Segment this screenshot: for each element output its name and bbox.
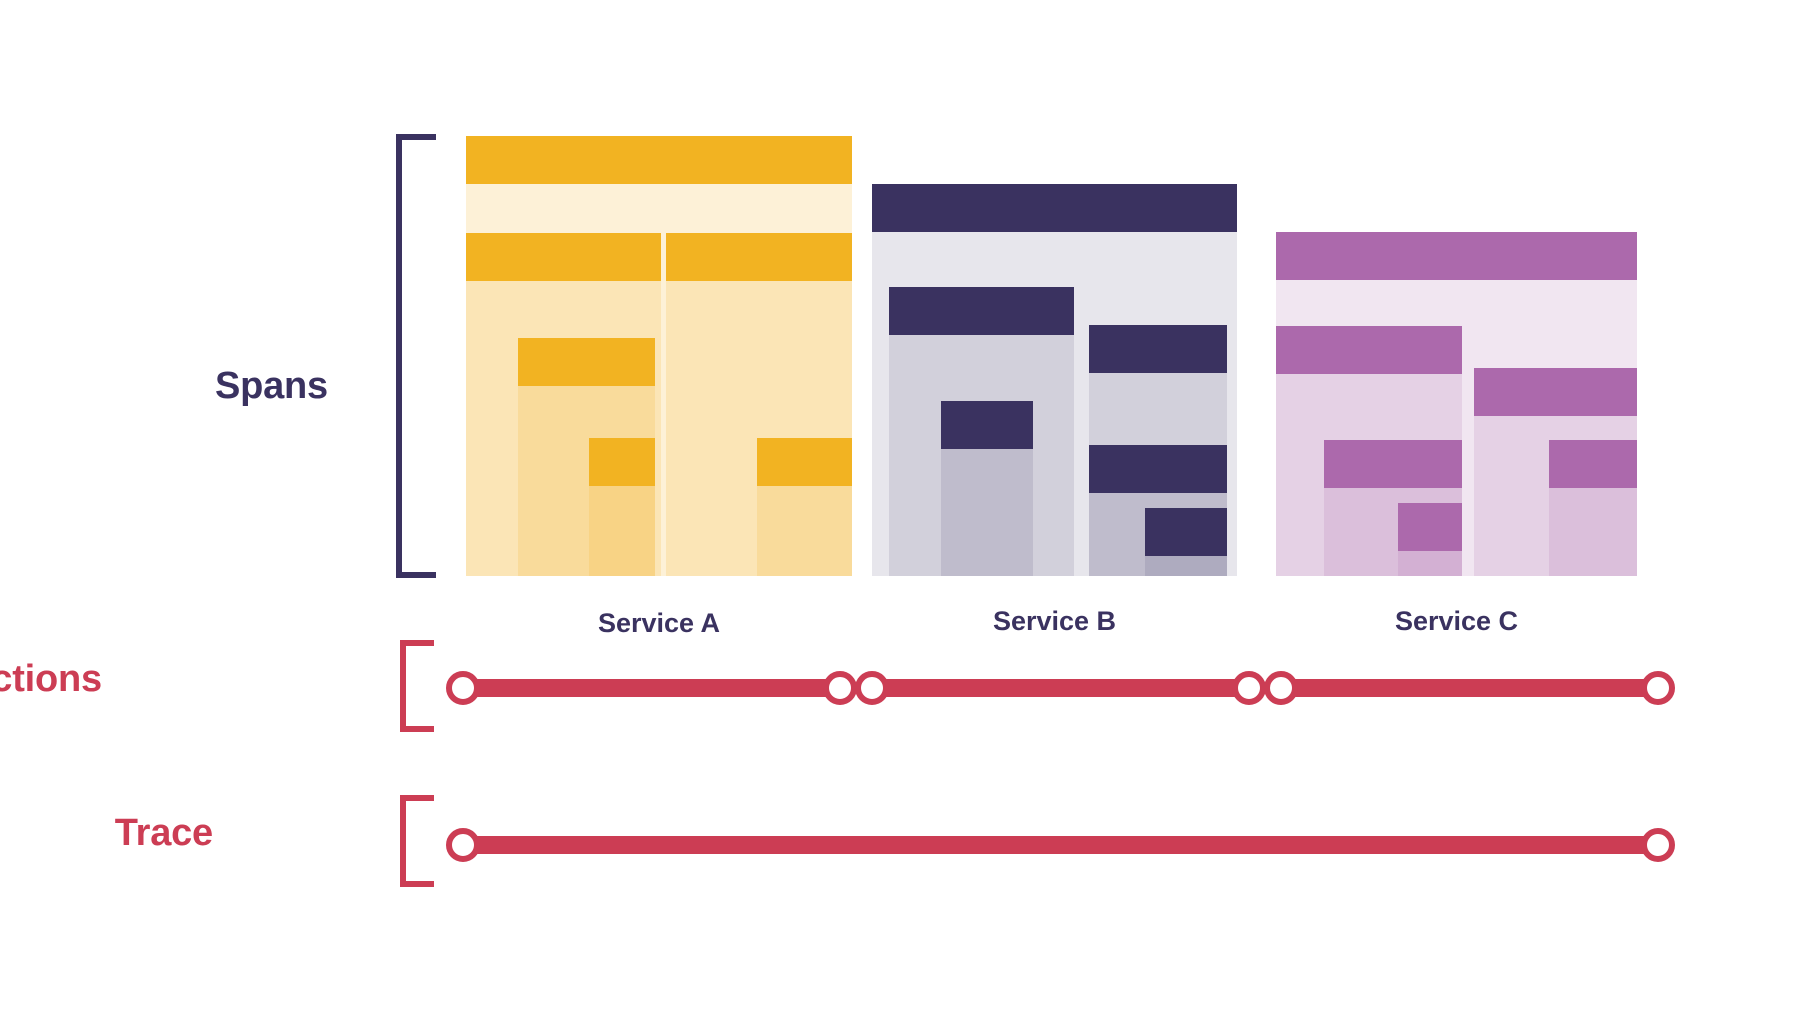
span-a-grandchild-2[interactable] (757, 438, 852, 576)
transaction-node-b-end[interactable] (1232, 671, 1266, 705)
span-c-greatgrandchild-1-header (1398, 503, 1462, 551)
span-a-grandchild-2-header (757, 438, 852, 486)
span-b-grandchild-2-header (1089, 445, 1227, 493)
trace-bracket (400, 795, 434, 887)
span-b-greatgrandchild-1-header (1145, 508, 1227, 556)
span-b-child-1-header (889, 287, 1074, 335)
span-c-grandchild-2[interactable] (1549, 440, 1637, 576)
service-c-label: Service C (1394, 606, 1519, 636)
span-a-greatgrandchild-1-header (589, 438, 655, 486)
row-label-transactions: Transactions (0, 658, 102, 700)
span-c-grandchild-2-header (1549, 440, 1637, 488)
span-a-greatgrandchild-1[interactable] (589, 438, 655, 576)
service-b-label: Service B (992, 606, 1117, 636)
span-c-grandchild-1-header (1324, 440, 1462, 488)
span-b-greatgrandchild-1[interactable] (1145, 508, 1227, 576)
span-a-child-2-body (666, 233, 852, 576)
span-c-child-2-header (1474, 368, 1637, 416)
span-a-child-2-header (666, 233, 852, 281)
span-b-grandchild-1-header (941, 401, 1033, 449)
row-label-spans: Spans (214, 365, 328, 407)
transactions-bracket (400, 640, 434, 732)
span-a-child-1[interactable] (466, 233, 661, 576)
span-b-child-2-header (1089, 325, 1227, 373)
span-a-child-2[interactable] (666, 233, 852, 576)
span-a-child-1-header (466, 233, 661, 281)
trace-timeline (0, 825, 1800, 865)
transaction-node-c-start[interactable] (1264, 671, 1298, 705)
trace-node-start[interactable] (446, 828, 480, 862)
span-a-child-1-body (466, 233, 661, 576)
trace-segment[interactable] (463, 836, 1658, 854)
transaction-node-a-end[interactable] (823, 671, 857, 705)
span-c-grandchild-1[interactable] (1324, 440, 1462, 576)
span-c-child-1-header (1276, 326, 1462, 374)
span-c-root-header (1276, 232, 1637, 280)
span-a-grandchild-1-header (518, 338, 655, 386)
spans-area: Service A Service B Service C (466, 136, 1637, 638)
span-b-root-header (872, 184, 1237, 232)
transactions-timeline (0, 668, 1800, 708)
transaction-node-c-end[interactable] (1641, 671, 1675, 705)
span-a-root-header (466, 136, 852, 184)
transaction-node-b-start[interactable] (855, 671, 889, 705)
transaction-node-a-start[interactable] (446, 671, 480, 705)
service-a-label: Service A (597, 608, 721, 638)
trace-node-end[interactable] (1641, 828, 1675, 862)
span-c-greatgrandchild-1[interactable] (1398, 503, 1462, 576)
transaction-segment-b[interactable] (872, 679, 1249, 697)
transaction-segment-a[interactable] (463, 679, 840, 697)
span-b-grandchild-1[interactable] (941, 401, 1033, 576)
transaction-segment-c[interactable] (1281, 679, 1658, 697)
row-label-trace: Trace (114, 812, 214, 854)
spans-bracket (396, 134, 436, 578)
